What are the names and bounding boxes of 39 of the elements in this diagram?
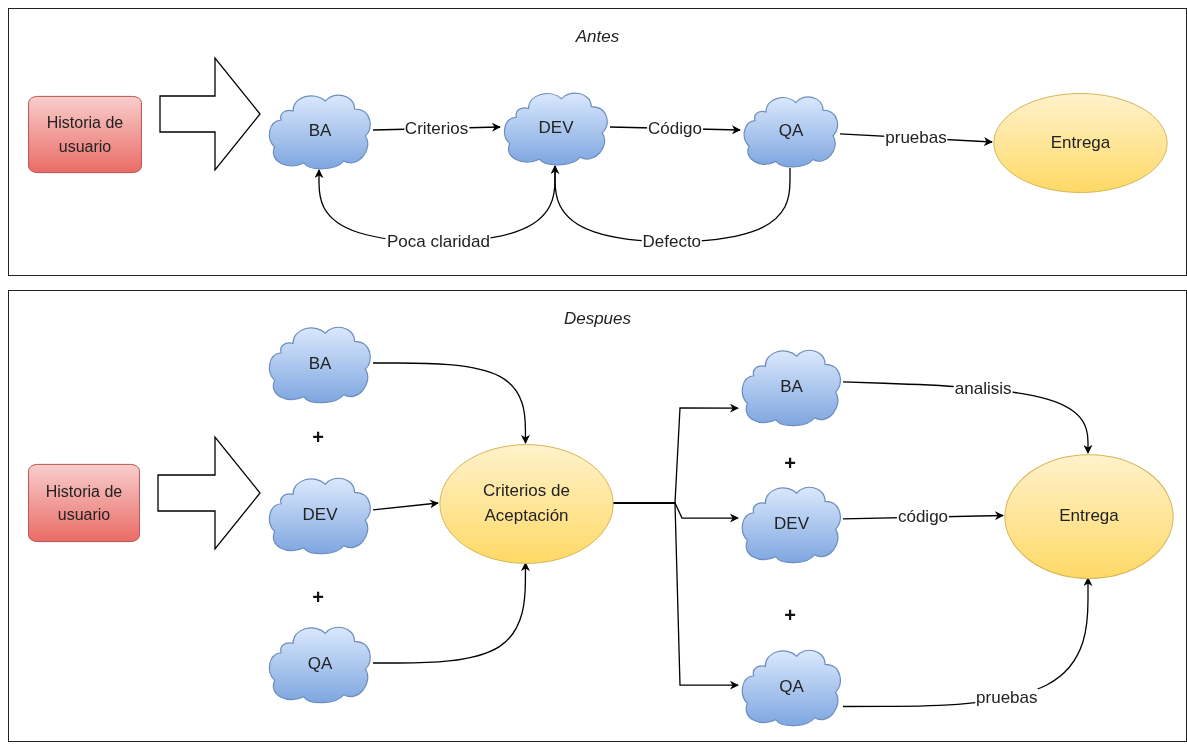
node-label: DEV: [773, 512, 810, 535]
block-arrow: [157, 435, 261, 551]
plus-sign: +: [312, 425, 324, 449]
ellipse-shape: [439, 444, 614, 564]
process-box: [28, 464, 140, 542]
process-box: [28, 96, 142, 173]
arrow: [612, 502, 739, 690]
ellipse-shape: [1004, 454, 1174, 579]
node-label: QA: [777, 119, 805, 142]
node-label: Historia de usuario: [44, 481, 124, 525]
node-label: Historia de usuario: [45, 113, 125, 157]
node-label: DEV: [301, 503, 339, 526]
arrow: [372, 499, 439, 511]
arrow: [372, 362, 530, 444]
plus-sign: +: [784, 603, 796, 627]
panel: [8, 290, 1187, 742]
node-label: BA: [307, 119, 333, 142]
node-label: BA: [779, 375, 804, 398]
ellipse-shape: [993, 93, 1168, 193]
edge-label: pruebas: [884, 128, 948, 148]
edge-label: Código: [647, 119, 703, 138]
cloud-shape: [501, 89, 611, 167]
edge-label: pruebas: [975, 688, 1039, 708]
panel: [8, 8, 1187, 276]
plus-sign: +: [312, 585, 324, 609]
node-label: Entrega: [1058, 505, 1120, 528]
node-label: QA: [306, 652, 334, 675]
panel-title: Antes: [575, 27, 620, 47]
node-label: BA: [307, 352, 333, 375]
cloud-shape: [741, 93, 841, 169]
plus-sign: +: [784, 451, 796, 475]
edge-label: código: [896, 507, 950, 527]
node-label: Criterios de Aceptación: [482, 480, 571, 527]
panel-title: Despues: [563, 309, 632, 329]
arrow: [372, 562, 530, 664]
block-arrow: [159, 56, 261, 172]
node-label: Entrega: [1049, 131, 1112, 154]
node-label: DEV: [537, 116, 575, 139]
node-label: QA: [778, 675, 805, 698]
